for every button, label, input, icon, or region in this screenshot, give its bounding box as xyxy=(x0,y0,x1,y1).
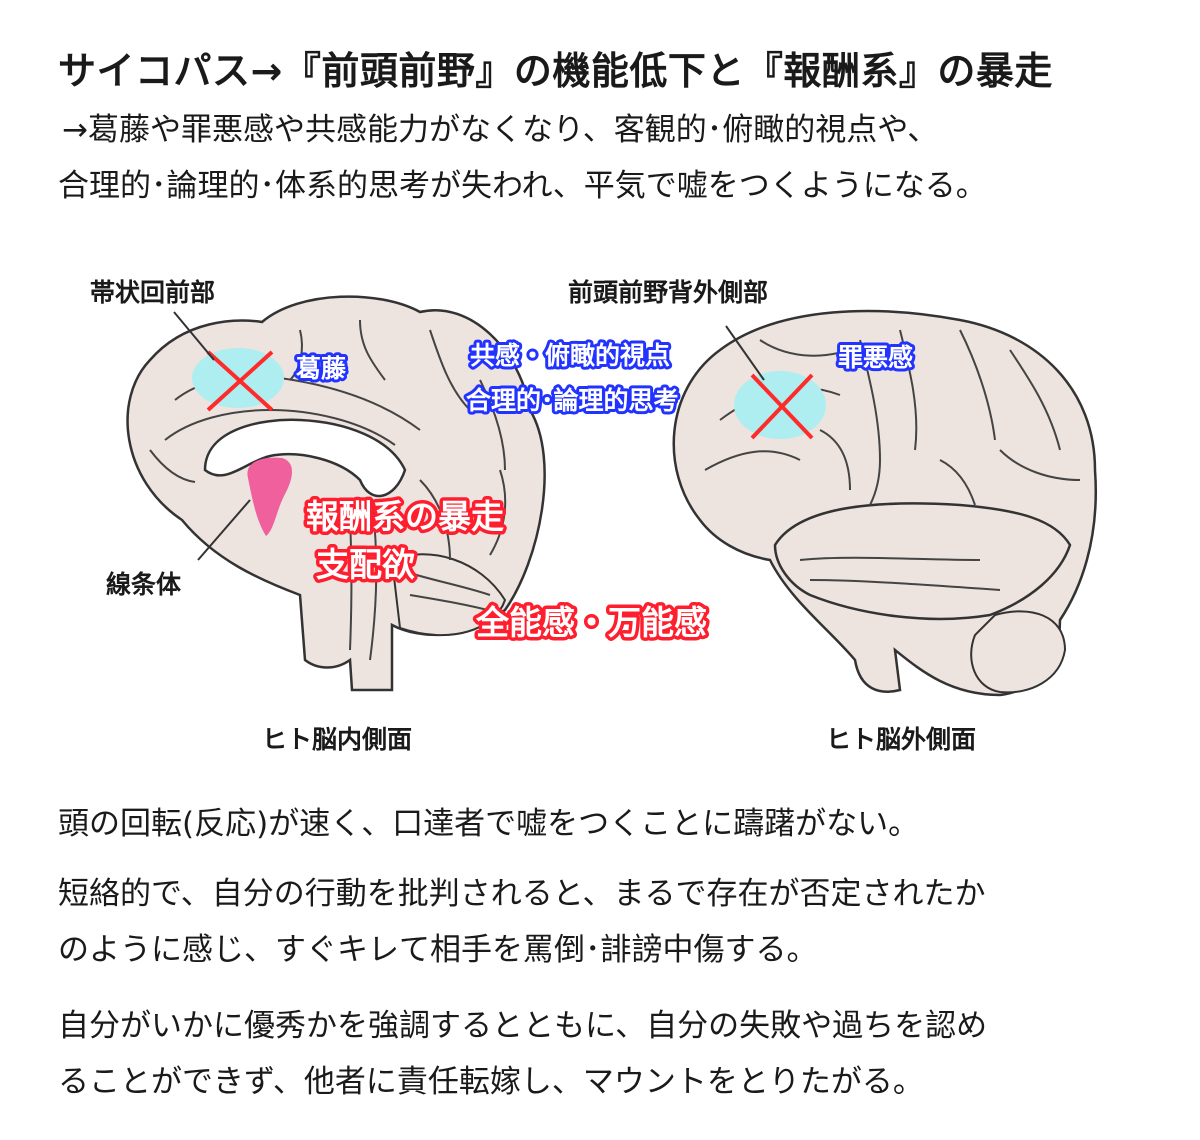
brain-diagram: 帯状回前部 前頭前野背外側部 線条体 ヒト脳内側面 ヒト脳外側面 葛藤 罪悪感 … xyxy=(0,0,1200,780)
paragraph-3-line-1: 自分がいかに優秀かを強調するとともに、自分の失敗や過ちを認め xyxy=(58,1000,987,1045)
guilt-tag: 罪悪感 xyxy=(838,343,913,372)
reward-runaway-tag: 報酬系の暴走 xyxy=(306,497,504,536)
omnipotence-tag: 全能感・万能感 xyxy=(475,603,707,642)
logic-tag: 合理的･論理的思考 xyxy=(466,386,679,415)
right-caption: ヒト脳外側面 xyxy=(826,725,976,754)
paragraph-1-line-1: 頭の回転(反応)が速く、口達者で嘘をつくことに躊躇がない。 xyxy=(58,798,919,843)
striatum-label: 線条体 xyxy=(106,570,182,599)
conflict-tag: 葛藤 xyxy=(296,354,347,383)
left-caption: ヒト脳内側面 xyxy=(262,725,412,754)
dlpfc-label: 前頭前野背外側部 xyxy=(568,278,768,307)
paragraph-2-line-2: のように感じ、すぐキレて相手を罵倒･誹謗中傷する。 xyxy=(58,924,818,969)
cingulate-label: 帯状回前部 xyxy=(90,278,215,307)
paragraph-3-line-2: ることができず、他者に責任転嫁し、マウントをとりたがる。 xyxy=(58,1056,924,1101)
dominance-tag: 支配欲 xyxy=(316,545,415,584)
paragraph-2-line-1: 短絡的で、自分の行動を批判されると、まるで存在が否定されたか xyxy=(58,868,986,913)
lateral-cerebellum xyxy=(971,611,1065,692)
empathy-tag: 共感・俯瞰的視点 xyxy=(470,341,670,370)
